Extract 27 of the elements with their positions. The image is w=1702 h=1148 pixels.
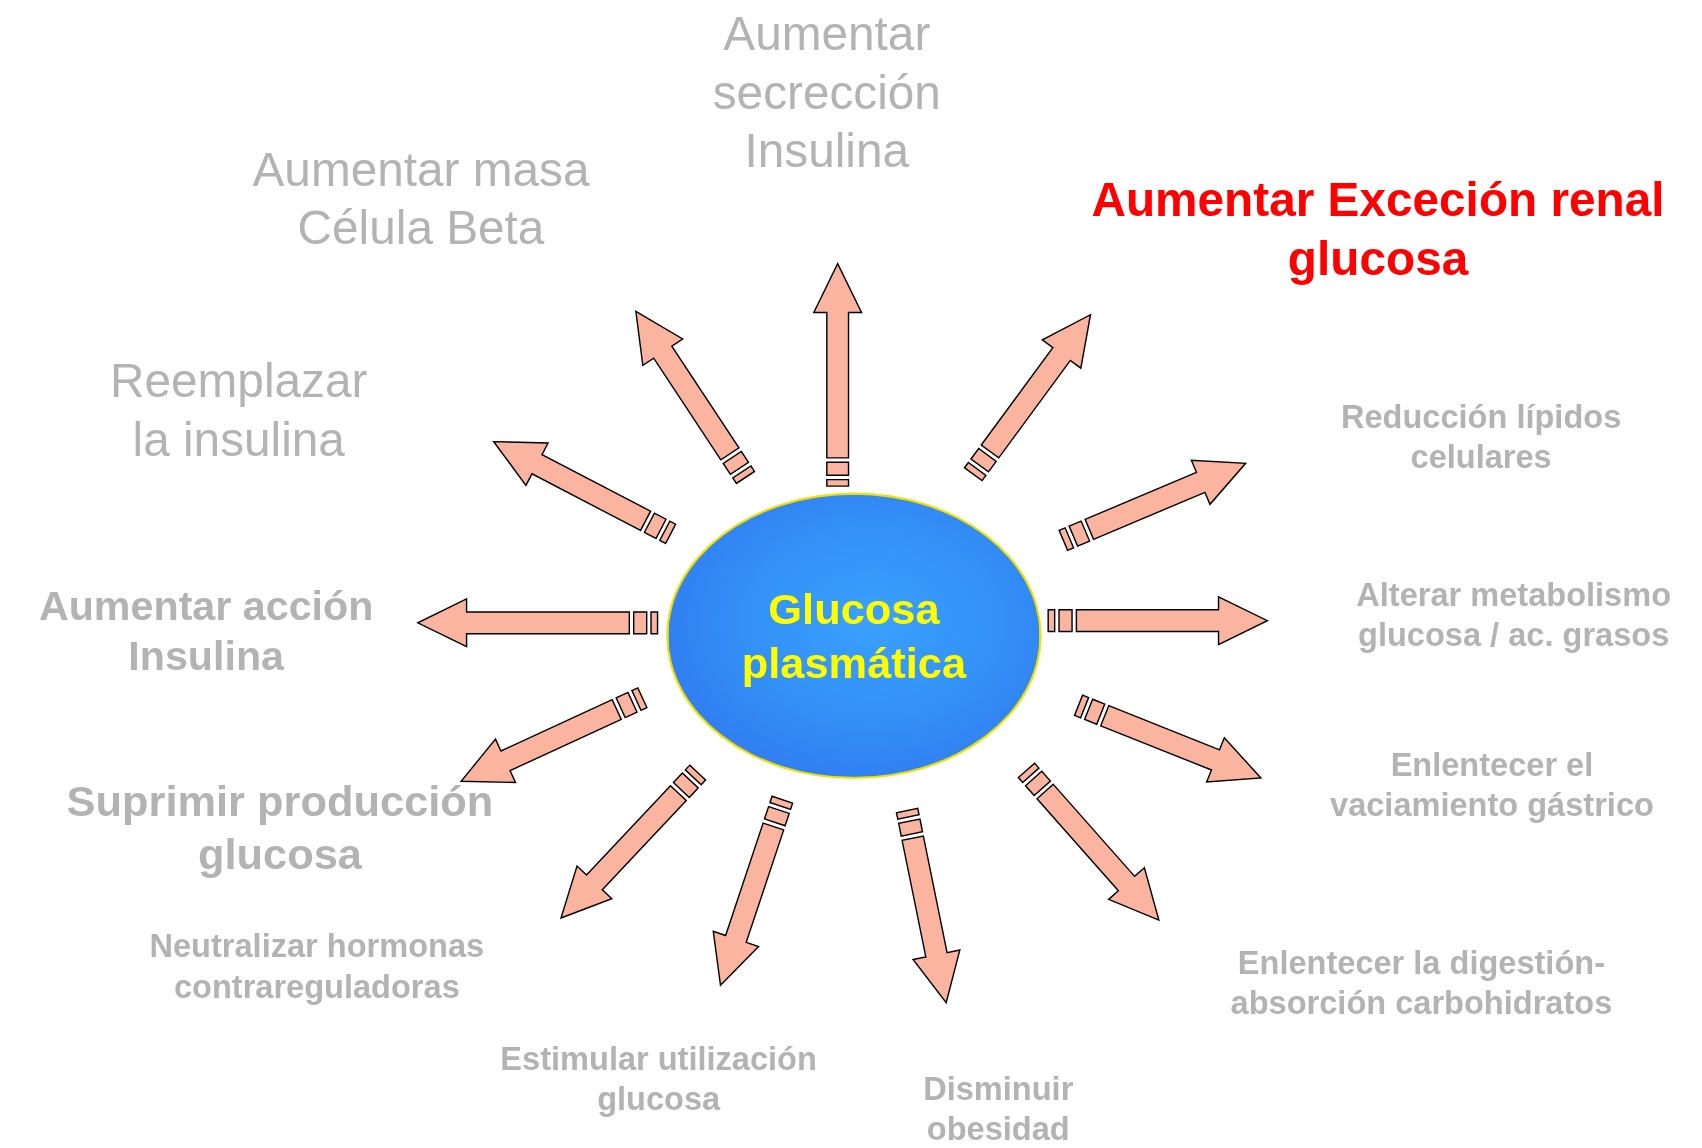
block-arrow — [1058, 459, 1248, 552]
goal-text: Estimular utilización glucosa — [489, 1039, 828, 1120]
block-arrow — [1073, 694, 1263, 783]
block-arrow — [492, 440, 677, 545]
goal-text: Enlentecer el vaciamiento gástrico — [1307, 745, 1677, 826]
block-arrow — [459, 686, 648, 784]
goal-text: Enlentecer la digestión-absorción carbohidratos — [1193, 943, 1650, 1023]
block-arrow — [416, 597, 659, 648]
block-arrow — [1017, 762, 1160, 922]
goal-text: Aumentar masa Célula Beta — [193, 140, 649, 257]
goal-text: Reducción lípidos celulares — [1302, 397, 1661, 477]
goal-text: Alterar metabolismo glucosa / ac. grasos — [1323, 575, 1702, 655]
block-arrow — [559, 764, 707, 920]
block-arrow — [712, 795, 794, 987]
goal-text: Suprimir producción glucosa — [35, 774, 525, 881]
goal-text: Aumentar acción Insulina — [0, 581, 413, 682]
goal-text: Aumentar secrección Insulina — [664, 4, 990, 180]
goal-text: Disminuir obesidad — [900, 1069, 1096, 1148]
node-label: Glucosa plasmática — [740, 583, 968, 689]
goal-text: Neutralizar hormonas contrareguladoras — [116, 927, 518, 1007]
block-arrow — [812, 262, 863, 487]
block-arrow — [1047, 595, 1269, 646]
goal-text: Reemplazar la insulina — [92, 351, 386, 469]
block-arrow — [963, 313, 1092, 482]
block-arrow — [895, 807, 961, 1005]
goal-text: Aumentar Exceción renal glucosa — [1074, 170, 1682, 288]
block-arrow — [634, 310, 756, 485]
